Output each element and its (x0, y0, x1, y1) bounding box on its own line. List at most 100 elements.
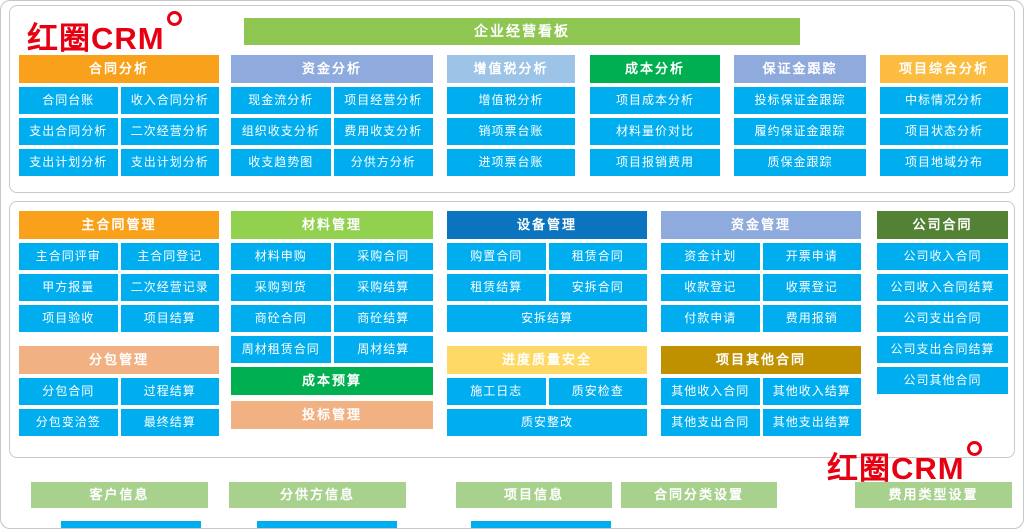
module-tile[interactable]: 组织收支分析 (231, 118, 331, 145)
module-tile[interactable]: 周材结算 (333, 336, 433, 363)
module-row: 公司收入合同 (877, 243, 1008, 270)
footer-button[interactable]: 费用类型设置 (855, 482, 1012, 508)
module-tile[interactable]: 公司收入合同结算 (877, 274, 1008, 301)
module-tile[interactable]: 施工日志 (447, 378, 546, 405)
module-tile[interactable]: 支出计划分析 (120, 149, 219, 176)
module-tile[interactable]: 质安检查 (548, 378, 647, 405)
module-tile[interactable]: 费用收支分析 (333, 118, 433, 145)
module-tile[interactable]: 收入合同分析 (120, 87, 219, 114)
module-tile[interactable]: 项目经营分析 (333, 87, 433, 114)
module-tile[interactable]: 质安整改 (447, 409, 647, 436)
module-tile[interactable]: 采购合同 (333, 243, 433, 270)
material-management-header[interactable]: 材料管理 (231, 211, 433, 239)
module-tile[interactable]: 其他收入合同 (661, 378, 760, 405)
module-tile[interactable]: 中标情况分析 (880, 87, 1008, 114)
module-tile[interactable]: 投标保证金跟踪 (734, 87, 866, 114)
module-tile[interactable]: 其他收入结算 (762, 378, 861, 405)
module-tile[interactable]: 销项票台账 (447, 118, 575, 145)
module-tile[interactable]: 甲方报量 (19, 274, 118, 301)
project-other-contracts-header[interactable]: 项目其他合同 (661, 346, 861, 374)
equipment-management-header[interactable]: 设备管理 (447, 211, 647, 239)
module-tile[interactable]: 其他支出合同 (661, 409, 760, 436)
module-row: 公司收入合同结算 (877, 274, 1008, 301)
module-tile[interactable]: 进项票台账 (447, 149, 575, 176)
group-deposit-tracking: 保证金跟踪投标保证金跟踪履约保证金跟踪质保金跟踪 (734, 55, 866, 176)
funds-management-header[interactable]: 资金管理 (661, 211, 861, 239)
module-tile[interactable]: 材料量价对比 (590, 118, 720, 145)
module-tile[interactable]: 二次经营记录 (120, 274, 219, 301)
footer-button[interactable]: 合同分类设置 (621, 482, 777, 508)
module-tile[interactable]: 项目结算 (120, 305, 219, 332)
module-tile[interactable]: 租赁合同 (548, 243, 647, 270)
module-tile[interactable]: 项目验收 (19, 305, 118, 332)
project-comprehensive-analysis-header[interactable]: 项目综合分析 (880, 55, 1008, 83)
module-row: 甲方报量二次经营记录 (19, 274, 219, 301)
module-tile[interactable]: 公司其他合同 (877, 367, 1008, 394)
module-tile[interactable]: 采购到货 (231, 274, 331, 301)
module-tile[interactable]: 公司支出合同 (877, 305, 1008, 332)
vat-analysis-header[interactable]: 增值税分析 (447, 55, 575, 83)
company-contracts-header[interactable]: 公司合同 (877, 211, 1008, 239)
module-tile[interactable]: 安拆结算 (447, 305, 647, 332)
module-tile[interactable]: 履约保证金跟踪 (734, 118, 866, 145)
module-tile[interactable]: 二次经营分析 (120, 118, 219, 145)
module-tile[interactable]: 项目成本分析 (590, 87, 720, 114)
module-tile[interactable]: 分包合同 (19, 378, 118, 405)
module-tile[interactable]: 资金计划 (661, 243, 760, 270)
module-row: 公司支出合同 (877, 305, 1008, 332)
module-tile[interactable]: 支出计划分析 (19, 149, 118, 176)
group-cost-analysis: 成本分析项目成本分析材料量价对比项目报销费用 (590, 55, 720, 176)
main-contract-management-header[interactable]: 主合同管理 (19, 211, 219, 239)
module-tile[interactable]: 现金流分析 (231, 87, 331, 114)
module-tile[interactable]: 主合同登记 (120, 243, 219, 270)
module-tile[interactable]: 费用报销 (762, 305, 861, 332)
group-equipment-management: 设备管理购置合同租赁合同租赁结算安拆合同安拆结算 (447, 211, 647, 332)
module-tile[interactable]: 公司收入合同 (877, 243, 1008, 270)
logo-text: 红圈CRM (827, 451, 965, 486)
group-cost-budget: 成本预算 (231, 367, 433, 395)
funds-analysis-header[interactable]: 资金分析 (231, 55, 433, 83)
cost-analysis-header[interactable]: 成本分析 (590, 55, 720, 83)
module-tile[interactable]: 增值税分析 (447, 87, 575, 114)
footer-button[interactable]: 客户信息 (31, 482, 208, 508)
module-tile[interactable]: 其他支出结算 (762, 409, 861, 436)
module-tile[interactable]: 开票申请 (762, 243, 861, 270)
module-tile[interactable]: 项目报销费用 (590, 149, 720, 176)
module-tile[interactable]: 质保金跟踪 (734, 149, 866, 176)
footer-button[interactable]: 分供方信息 (229, 482, 406, 508)
group-project-comprehensive-analysis: 项目综合分析中标情况分析项目状态分析项目地域分布 (880, 55, 1008, 176)
module-tile[interactable]: 材料申购 (231, 243, 331, 270)
module-tile[interactable]: 租赁结算 (447, 274, 546, 301)
deposit-tracking-header[interactable]: 保证金跟踪 (734, 55, 866, 83)
subcontract-management-header[interactable]: 分包管理 (19, 346, 219, 374)
module-tile[interactable]: 收支趋势图 (231, 149, 331, 176)
module-tile[interactable]: 采购结算 (333, 274, 433, 301)
module-tile[interactable]: 公司支出合同结算 (877, 336, 1008, 363)
logo-ring-icon (166, 11, 182, 26)
module-tile[interactable]: 分包变洽签 (19, 409, 118, 436)
module-tile[interactable]: 合同台账 (19, 87, 118, 114)
module-tile[interactable]: 分供方分析 (333, 149, 433, 176)
module-row: 现金流分析项目经营分析 (231, 87, 433, 114)
module-tile[interactable]: 安拆合同 (548, 274, 647, 301)
module-tile[interactable]: 支出合同分析 (19, 118, 118, 145)
module-tile[interactable]: 主合同评审 (19, 243, 118, 270)
footer-button[interactable]: 项目信息 (456, 482, 612, 508)
module-tile[interactable]: 收款登记 (661, 274, 760, 301)
module-tile[interactable]: 收票登记 (762, 274, 861, 301)
module-tile[interactable]: 商砼结算 (333, 305, 433, 332)
bidding-management-header[interactable]: 投标管理 (231, 401, 433, 429)
progress-quality-safety-header[interactable]: 进度质量安全 (447, 346, 647, 374)
module-tile[interactable]: 过程结算 (120, 378, 219, 405)
module-tile[interactable]: 最终结算 (120, 409, 219, 436)
contract-analysis-header[interactable]: 合同分析 (19, 55, 219, 83)
module-tile[interactable]: 项目状态分析 (880, 118, 1008, 145)
module-tile[interactable]: 商砼合同 (231, 305, 331, 332)
cutoff-tile (257, 521, 397, 528)
cost-budget-header[interactable]: 成本预算 (231, 367, 433, 395)
module-tile[interactable]: 项目地域分布 (880, 149, 1008, 176)
module-tile[interactable]: 周材租赁合同 (231, 336, 331, 363)
module-tile[interactable]: 购置合同 (447, 243, 546, 270)
module-tile[interactable]: 付款申请 (661, 305, 760, 332)
logo-text: 红圈CRM (27, 21, 165, 56)
